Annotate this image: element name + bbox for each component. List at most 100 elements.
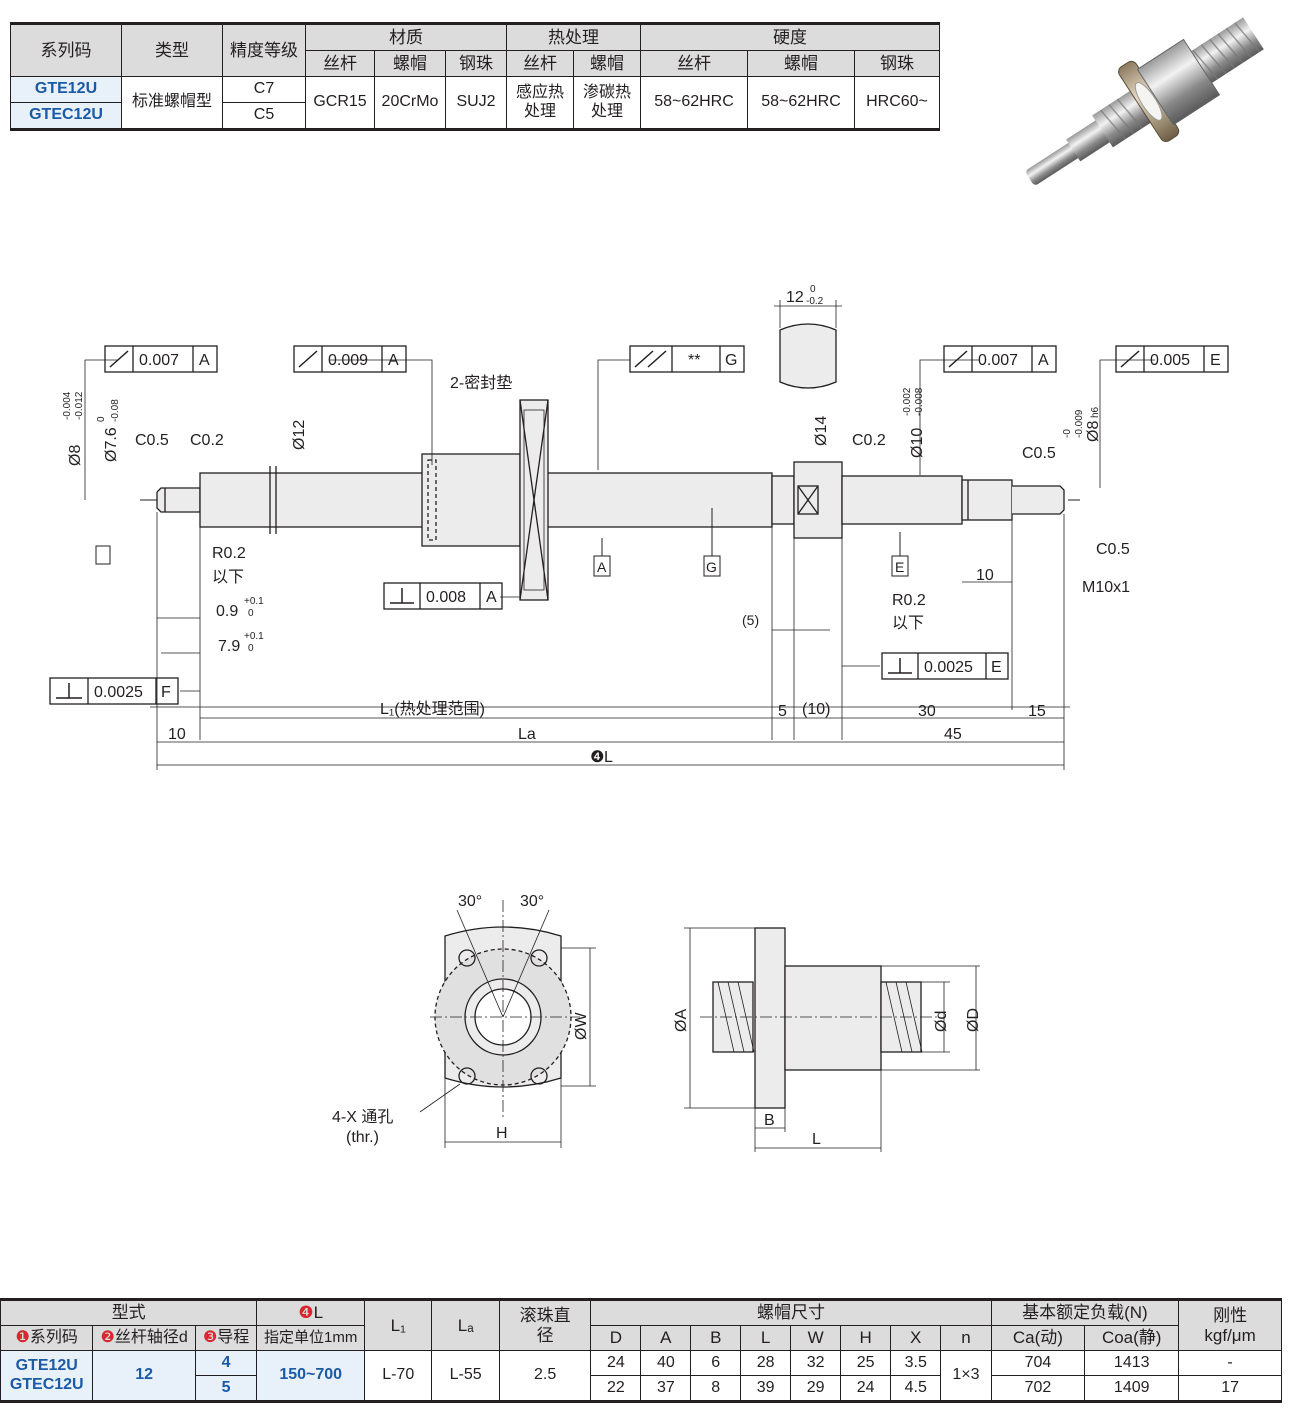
- fcf-datum-2: A: [388, 352, 399, 369]
- dim-0-9: 0.9: [216, 603, 238, 620]
- row1-w: 32: [790, 1350, 842, 1376]
- l-range: 150~700: [256, 1350, 365, 1403]
- hdr-shaft: ❷丝杆轴径d: [92, 1325, 196, 1351]
- hdr-ball: 滚珠直径: [498, 1299, 592, 1351]
- hdr-col-l: L: [740, 1325, 792, 1351]
- hdr-col-w: W: [790, 1325, 842, 1351]
- hdr-col-b: B: [690, 1325, 742, 1351]
- hdr-la: Lₐ: [431, 1299, 500, 1351]
- d10-tol-lo: -0.008: [914, 387, 925, 416]
- hdr-hardness: 硬度: [640, 23, 940, 51]
- c05-right-top: C0.5: [1022, 445, 1056, 462]
- row1-b: 6: [690, 1350, 742, 1376]
- mat-nut-value: 20CrMo: [374, 76, 446, 131]
- datum-a: A: [597, 559, 607, 575]
- fcf-datum-4: A: [1038, 352, 1049, 369]
- d12-label: Ø12: [291, 420, 308, 450]
- dim-7-9-tol-up: +0.1: [244, 631, 264, 642]
- hdr-col-n: n: [940, 1325, 992, 1351]
- type-value: 标准螺帽型: [121, 76, 223, 131]
- hdr-coa: Coa(静): [1084, 1325, 1180, 1351]
- flat-width: 12: [786, 289, 804, 306]
- dim-15: 15: [1028, 703, 1046, 720]
- nut-w-label: ØW: [573, 1012, 590, 1040]
- nut-h-label: H: [496, 1125, 508, 1142]
- below-right: 以下: [892, 615, 924, 632]
- dim-30: 30: [918, 703, 936, 720]
- row2-ca: 702: [990, 1375, 1086, 1403]
- hdr-col-a: A: [640, 1325, 692, 1351]
- dim-10-thread: 10: [976, 567, 994, 584]
- hdr-col-h: H: [840, 1325, 892, 1351]
- hdr-material: 材质: [305, 23, 507, 51]
- thread-label: M10x1: [1082, 579, 1130, 596]
- dim-5: 5: [778, 703, 787, 720]
- precision-2: C5: [222, 102, 306, 131]
- dim-10-paren: (10): [802, 701, 830, 718]
- lead-2: 5: [194, 1375, 258, 1403]
- fcf-value-2: 0.009: [328, 352, 368, 369]
- heat-screw-value: 感应热处理: [506, 76, 574, 131]
- fcf-datum-6: A: [486, 589, 497, 606]
- d8-tol-lo: -0.012: [74, 391, 85, 420]
- mat-ball-value: SUJ2: [445, 76, 507, 131]
- fcf-datum-8: F: [161, 684, 171, 701]
- hdr-series: ❶系列码: [0, 1325, 94, 1351]
- row2-x: 4.5: [890, 1375, 942, 1403]
- c02-right: C0.2: [852, 432, 886, 449]
- dim-la: La: [518, 726, 536, 743]
- angle-left: 30°: [458, 893, 482, 910]
- c05-left: C0.5: [135, 432, 169, 449]
- c05-right-bottom: C0.5: [1096, 541, 1130, 558]
- d8h6-label: Ø8: [1085, 421, 1102, 442]
- hdr-hard-ball: 钢珠: [854, 50, 940, 77]
- nut-dd-label: ØD: [965, 1008, 982, 1032]
- r02-right: R0.2: [892, 592, 926, 609]
- la-value: L-55: [431, 1350, 500, 1403]
- hdr-mat-ball: 钢珠: [445, 50, 507, 77]
- hdr-type: 类型: [121, 23, 223, 77]
- row2-b: 8: [690, 1375, 742, 1403]
- d10-label: Ø10: [909, 428, 926, 458]
- dim-l1: L₁(热处理范围): [380, 700, 485, 718]
- row1-coa: 1413: [1084, 1350, 1180, 1376]
- l1-value: L-70: [363, 1350, 433, 1403]
- seal-label: 2-密封垫: [450, 374, 512, 392]
- d8h6-tol-lo: -0.009: [1074, 409, 1085, 438]
- shaft-diameter: 12: [92, 1350, 196, 1403]
- fcf-datum-5: E: [1210, 352, 1221, 369]
- flat-tol-up: 0: [810, 284, 816, 295]
- r02-left: R0.2: [212, 545, 246, 562]
- dim-10-left: 10: [168, 726, 186, 743]
- row2-d: 22: [590, 1375, 642, 1403]
- hdr-mat-nut: 螺帽: [374, 50, 446, 77]
- hdr-col-d: D: [590, 1325, 642, 1351]
- fcf-value-1: 0.007: [139, 352, 179, 369]
- hdr-l: ❹L: [256, 1299, 365, 1326]
- hdr-mat-screw: 丝杆: [305, 50, 375, 77]
- hdr-l-unit: 指定单位1mm: [256, 1325, 365, 1351]
- shaft-drawing: 0.007 A 0.009 A ** G 0.007 A 0.005 E 0.0…: [49, 284, 1229, 770]
- hard-ball-value: HRC60~: [854, 76, 940, 131]
- row1-h: 25: [840, 1350, 892, 1376]
- hdr-heat: 热处理: [506, 23, 641, 51]
- d10-tol-up: -0.002: [902, 387, 913, 416]
- nut-l-label: L: [812, 1131, 821, 1148]
- series-code-2: GTEC12U: [10, 102, 122, 131]
- hdr-hard-screw: 丝杆: [640, 50, 748, 77]
- nut-drawing: 30° 30° ØW H 4-X 通孔 (thr.) ØA Ød ØD B L: [332, 893, 982, 1152]
- ball-screw-photo: [1026, 17, 1264, 185]
- row2-a: 37: [640, 1375, 692, 1403]
- dim-7-9-tol-lo: 0: [248, 643, 254, 654]
- lead-1: 4: [194, 1350, 258, 1376]
- fcf-datum-7: E: [991, 659, 1002, 676]
- dim-45: 45: [944, 726, 962, 743]
- hdr-load: 基本额定负载(N): [990, 1299, 1180, 1326]
- fcf-datum-1: A: [199, 352, 210, 369]
- dim-7-9: 7.9: [218, 638, 240, 655]
- fcf-group: [49, 345, 1229, 705]
- dim-l: L: [604, 749, 613, 766]
